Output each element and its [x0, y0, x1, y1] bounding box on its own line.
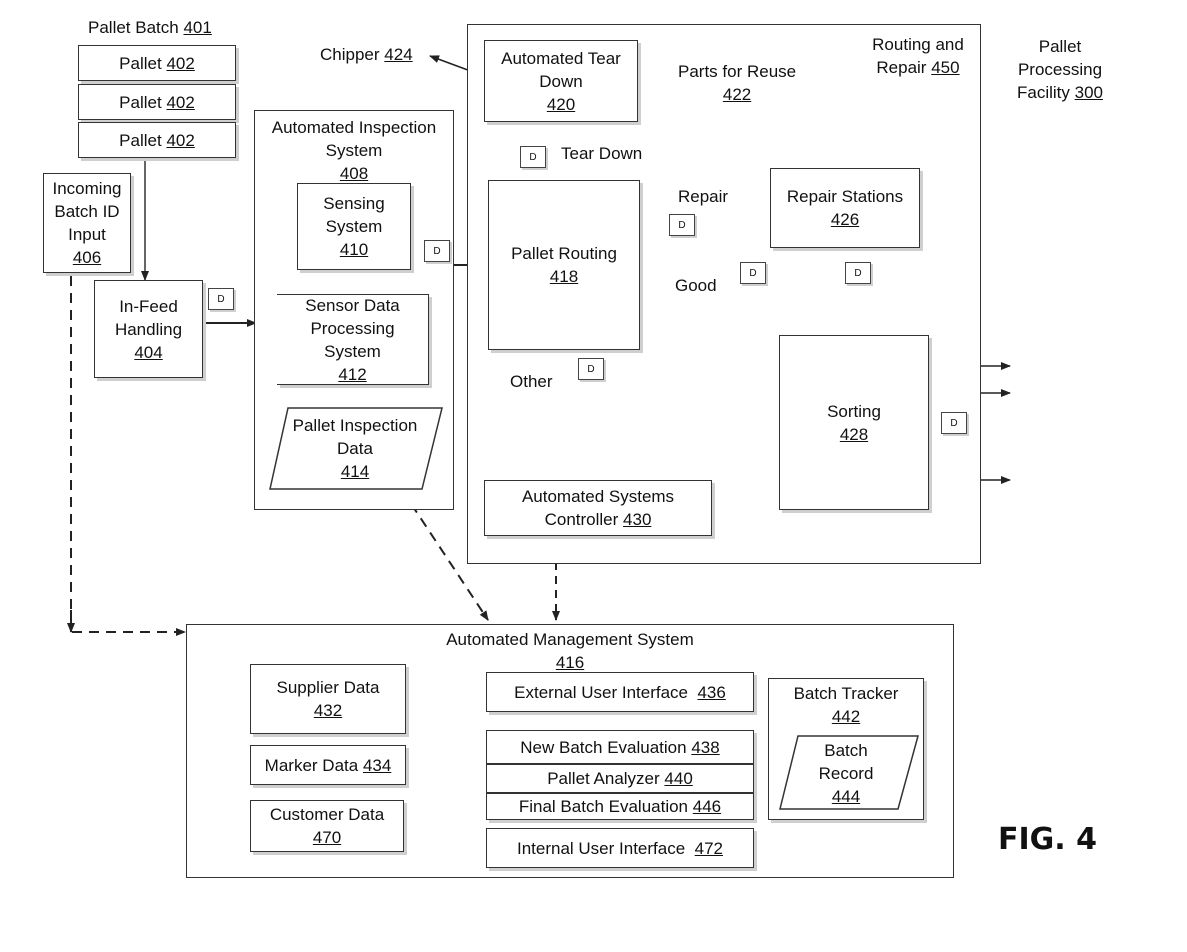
- repair-stations-box: Repair Stations 426: [770, 168, 920, 248]
- data-document-icon: D: [941, 412, 967, 434]
- other-flow-label: Other: [510, 370, 553, 393]
- marker-data-box: Marker Data 434: [250, 745, 406, 785]
- pallet-routing-box: Pallet Routing 418: [488, 180, 640, 350]
- sensing-system-box: Sensing System 410: [297, 183, 411, 270]
- chipper-label: Chipper 424: [320, 43, 413, 66]
- data-document-icon: D: [669, 214, 695, 236]
- data-document-icon: D: [845, 262, 871, 284]
- sorting-box: Sorting 428: [779, 335, 929, 510]
- automated-teardown-box: Automated Tear Down 420: [484, 40, 638, 122]
- figure-label: FIG. 4: [998, 822, 1097, 857]
- infeed-handling-box: In-Feed Handling 404: [94, 280, 203, 378]
- final-batch-evaluation-box: Final Batch Evaluation 446: [486, 793, 754, 820]
- external-user-interface-box: External User Interface 436: [486, 672, 754, 712]
- repair-flow-label: Repair: [678, 185, 728, 208]
- new-batch-evaluation-box: New Batch Evaluation 438: [486, 730, 754, 764]
- data-document-icon: D: [208, 288, 234, 310]
- inspection-system-title: Automated Inspection System 408: [254, 116, 454, 185]
- internal-user-interface-box: Internal User Interface 472: [486, 828, 754, 868]
- pallet-box-2: Pallet 402: [78, 84, 236, 120]
- data-document-icon: D: [578, 358, 604, 380]
- facility-label: Pallet Processing Facility 300: [1010, 35, 1110, 104]
- good-flow-label: Good: [675, 274, 717, 297]
- pallet-analyzer-box: Pallet Analyzer 440: [486, 764, 754, 793]
- tear-down-flow-label: Tear Down: [561, 142, 642, 165]
- supplier-data-box: Supplier Data 432: [250, 664, 406, 734]
- batch-tracker-label: Batch Tracker 442: [768, 682, 924, 728]
- pallet-batch-label: Pallet Batch 401: [88, 16, 212, 39]
- customer-data-box: Customer Data 470: [250, 800, 404, 852]
- data-document-icon: D: [740, 262, 766, 284]
- sensor-data-processing-box: Sensor Data Processing System 412: [277, 294, 429, 385]
- data-document-icon: D: [520, 146, 546, 168]
- batch-record-label: Batch Record 444: [776, 739, 916, 808]
- parts-for-reuse-label: Parts for Reuse 422: [678, 60, 796, 106]
- inspection-data-label: Pallet Inspection Data 414: [270, 414, 440, 483]
- pallet-box-1: Pallet 402: [78, 45, 236, 81]
- pallet-box-3: Pallet 402: [78, 122, 236, 158]
- incoming-batch-id-input: Incoming Batch ID Input 406: [43, 173, 131, 273]
- automated-systems-controller-box: Automated Systems Controller 430: [484, 480, 712, 536]
- routing-repair-title: Routing and Repair 450: [860, 33, 976, 79]
- data-document-icon: D: [424, 240, 450, 262]
